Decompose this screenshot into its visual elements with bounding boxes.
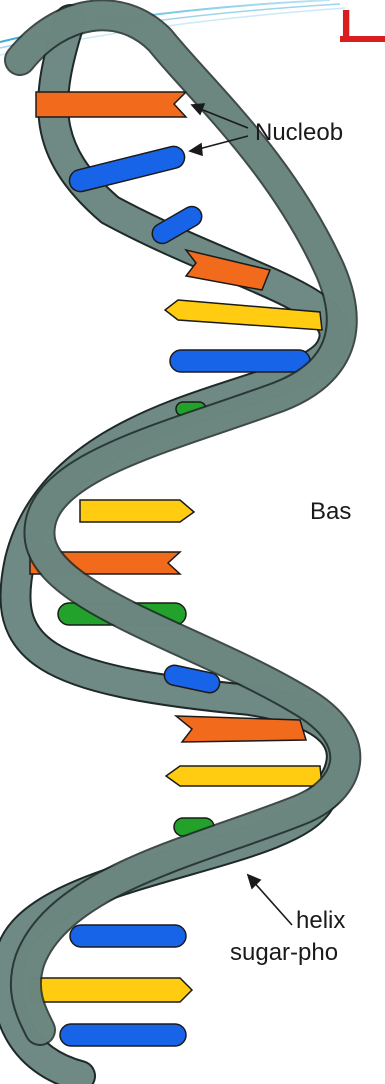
backbone-strand-front bbox=[4, 0, 362, 1046]
base-adenine-2 bbox=[184, 248, 272, 291]
base-adenine-1 bbox=[35, 91, 188, 118]
base-cytosine-2 bbox=[151, 205, 203, 245]
base-cytosine-1 bbox=[68, 145, 186, 193]
label-nucleobases: Nucleob bbox=[255, 119, 344, 146]
base-cytosine-3 bbox=[169, 349, 311, 373]
base-thymine-1 bbox=[163, 299, 323, 331]
base-cytosine-5 bbox=[69, 924, 187, 948]
base-thymine-2 bbox=[79, 499, 196, 523]
title-underline bbox=[340, 36, 385, 42]
base-cytosine-6 bbox=[59, 1023, 187, 1047]
base-thymine-4 bbox=[29, 977, 194, 1003]
label-helix: helix bbox=[296, 907, 346, 934]
label-sugar-phosphate: sugar-pho bbox=[230, 939, 339, 966]
base-cytosine-4 bbox=[163, 664, 221, 694]
annotation-arrows bbox=[188, 103, 293, 926]
base-thymine-3 bbox=[164, 765, 323, 787]
label-base-pair: Bas bbox=[310, 498, 352, 525]
base-adenine-4 bbox=[173, 715, 308, 743]
